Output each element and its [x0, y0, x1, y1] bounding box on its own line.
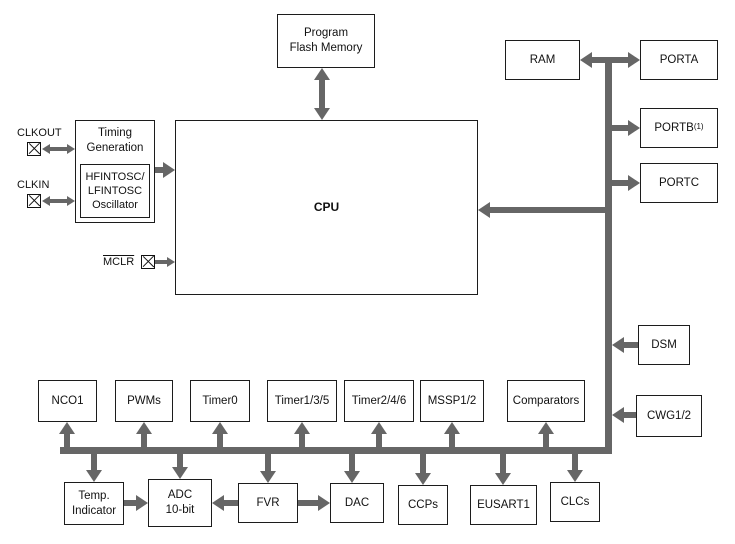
arrow-bus-timer0-head — [212, 422, 228, 434]
arrow-cwg-bus-head — [612, 407, 624, 423]
arrow-bus-adc-shaft — [177, 453, 183, 468]
arrow-bus-temp-head — [86, 470, 102, 482]
arrow-bus-portc-shaft — [612, 180, 629, 186]
block-timer246: Timer2/4/6 — [344, 380, 414, 422]
arrow-mclr-head — [167, 257, 175, 267]
arrow-bus-portb-head — [628, 120, 640, 136]
block-fvr: FVR — [238, 483, 298, 523]
arrow-bus-adc-head — [172, 467, 188, 479]
arrow-bus-comparators-head — [538, 422, 554, 434]
arrow-temp-adc-shaft — [124, 500, 137, 506]
arrow-clkin-head-left — [42, 196, 50, 206]
arrow-fvr-adc-head — [212, 495, 224, 511]
portb-label: PORTB — [654, 121, 694, 134]
arrow-bus-ccps-shaft — [420, 453, 426, 474]
arrow-bus-dac-shaft — [349, 453, 355, 472]
arrow-clkin-shaft — [49, 199, 68, 203]
arrow-fvr-dac-shaft — [298, 500, 319, 506]
clkin-label: CLKIN — [17, 179, 50, 191]
arrow-mclr-shaft — [155, 260, 168, 264]
block-temp-indicator: Temp. Indicator — [64, 482, 124, 525]
arrow-bus-eusart-head — [495, 473, 511, 485]
arrow-clkout-head-left — [42, 144, 50, 154]
arrow-bus-mssp-head — [444, 422, 460, 434]
clkout-label: CLKOUT — [17, 127, 62, 139]
arrow-bus-clcs-shaft — [572, 453, 578, 471]
arrow-bus-portb-shaft — [612, 125, 629, 131]
arrow-bus-ccps-head — [415, 473, 431, 485]
arrow-fvr-dac-head — [318, 495, 330, 511]
block-cpu: CPU — [175, 120, 478, 295]
block-timer135: Timer1/3/5 — [267, 380, 337, 422]
arrow-flash-cpu-head-up — [314, 68, 330, 80]
block-nco1: NCO1 — [38, 380, 97, 422]
data-bus-horizontal — [60, 447, 612, 454]
arrow-bus-timer246-head — [371, 422, 387, 434]
block-timer0: Timer0 — [190, 380, 250, 422]
arrow-bus-fvr-shaft — [265, 453, 271, 472]
arrow-temp-adc-head — [136, 495, 148, 511]
block-dac: DAC — [330, 483, 384, 523]
data-bus-vertical — [605, 57, 612, 454]
arrow-flash-cpu-head-down — [314, 108, 330, 120]
arrow-bus-cpu-head — [478, 202, 490, 218]
arrow-dsm-bus-shaft — [623, 342, 638, 348]
arrow-bus-timer246-shaft — [376, 433, 382, 448]
block-dsm: DSM — [638, 325, 690, 365]
clkin-pin-icon — [27, 194, 41, 208]
block-portb: PORTB(1) — [640, 108, 718, 148]
block-program-flash-memory: Program Flash Memory — [277, 14, 375, 68]
arrow-flash-cpu-shaft — [319, 79, 325, 109]
arrow-ram-porta-shaft — [591, 57, 629, 63]
arrow-bus-timer0-shaft — [217, 433, 223, 448]
block-adc: ADC 10-bit — [148, 479, 212, 527]
arrow-bus-temp-shaft — [91, 453, 97, 471]
arrow-bus-nco1-head — [59, 422, 75, 434]
portb-footnote: (1) — [693, 122, 704, 131]
arrow-bus-timer135-head — [294, 422, 310, 434]
arrow-fvr-adc-shaft — [223, 500, 238, 506]
block-comparators: Comparators — [507, 380, 585, 422]
clkout-pin-icon — [27, 142, 41, 156]
arrow-bus-pwms-head — [136, 422, 152, 434]
arrow-ram-porta-head-left — [580, 52, 592, 68]
arrow-bus-timer135-shaft — [299, 433, 305, 448]
arrow-timing-cpu-head — [163, 162, 175, 178]
block-clcs: CLCs — [550, 482, 600, 522]
arrow-bus-mssp-shaft — [449, 433, 455, 448]
block-cwg: CWG1/2 — [636, 395, 702, 437]
arrow-bus-cpu-shaft — [489, 207, 606, 213]
block-mssp: MSSP1/2 — [420, 380, 484, 422]
arrow-clkout-head-right — [67, 144, 75, 154]
block-porta: PORTA — [640, 40, 718, 80]
arrow-bus-eusart-shaft — [500, 453, 506, 474]
arrow-bus-fvr-head — [260, 471, 276, 483]
block-eusart1: EUSART1 — [470, 485, 537, 525]
arrow-bus-nco1-shaft — [64, 433, 70, 448]
arrow-bus-comparators-shaft — [543, 433, 549, 448]
block-ccps: CCPs — [398, 485, 448, 525]
arrow-bus-dac-head — [344, 471, 360, 483]
arrow-timing-cpu-shaft — [155, 167, 164, 173]
block-ram: RAM — [505, 40, 580, 80]
arrow-clkin-head-right — [67, 196, 75, 206]
arrow-ram-porta-head-right — [628, 52, 640, 68]
arrow-bus-portc-head — [628, 175, 640, 191]
arrow-dsm-bus-head — [612, 337, 624, 353]
arrow-cwg-bus-shaft — [623, 412, 636, 418]
mclr-pin-icon — [141, 255, 155, 269]
block-portc: PORTC — [640, 163, 718, 203]
block-oscillator: HFINTOSC/ LFINTOSC Oscillator — [80, 164, 150, 218]
arrow-bus-pwms-shaft — [141, 433, 147, 448]
mclr-label: MCLR — [103, 256, 135, 268]
block-pwms: PWMs — [115, 380, 173, 422]
arrow-bus-clcs-head — [567, 470, 583, 482]
arrow-clkout-shaft — [49, 147, 68, 151]
